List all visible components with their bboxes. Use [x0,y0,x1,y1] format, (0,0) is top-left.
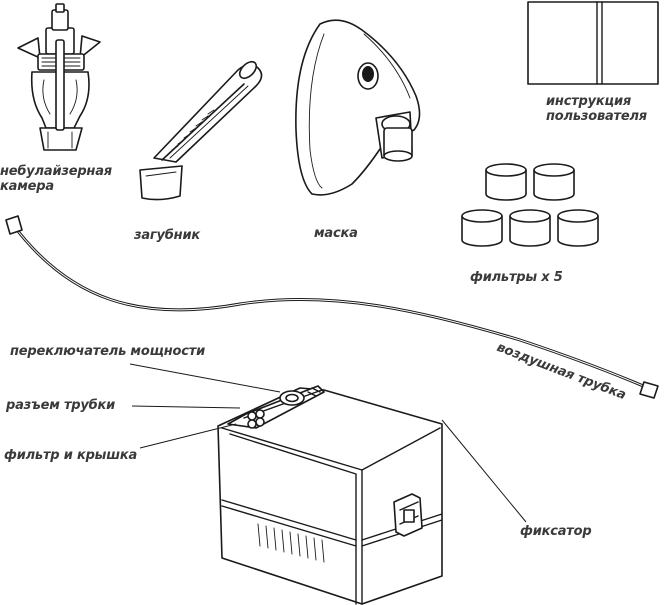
booklet-icon [527,1,659,85]
label-latch: фиксатор [520,524,592,539]
label-power-switch: переключатель мощности [10,344,206,359]
mask-icon [295,19,421,196]
air-tube-icon [5,215,659,399]
compressor-unit-icon [217,385,443,605]
filter-cylinder-icon [461,163,599,247]
leader-lines [129,363,527,523]
label-mask: маска [314,226,358,241]
label-filters: фильтры x 5 [470,270,563,285]
label-nebulizer-chamber: небулайзерная камера [0,164,112,194]
label-mouthpiece: загубник [134,228,200,243]
mouthpiece-icon [139,60,263,201]
label-filter-and-cover: фильтр и крышка [4,448,138,463]
label-user-manual: инструкция пользователя [546,94,647,124]
nebulizer-chamber-icon [17,3,101,151]
label-tube-connector: разъем трубки [6,398,116,413]
